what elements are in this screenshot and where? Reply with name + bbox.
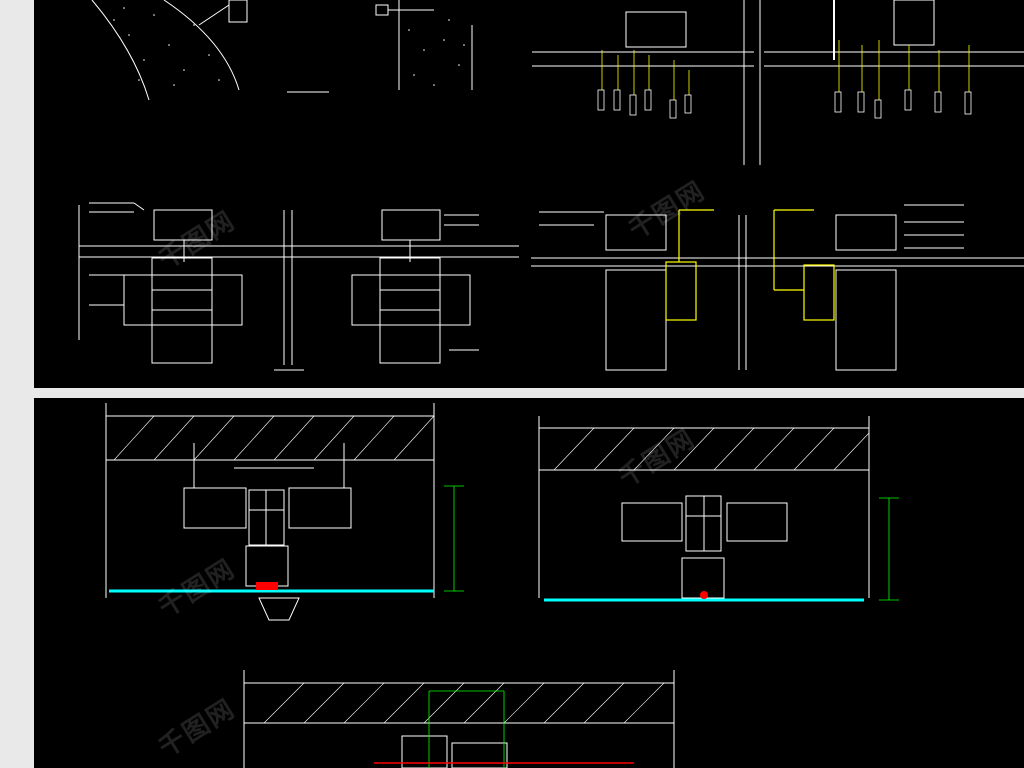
red-gasket-right (700, 591, 708, 599)
ceiling-slab-left (105, 403, 435, 621)
cad-panel-top: 千图网 千图网 (34, 0, 1024, 388)
cad-drawing-top (78, 0, 1024, 371)
yellow-connector-right (665, 209, 835, 321)
yellow-leaders-top (601, 40, 970, 100)
red-gasket-left (256, 582, 278, 590)
cad-panel-bottom: 千图网 千图网 千图网 (34, 398, 1024, 768)
green-dim-lower (428, 690, 505, 768)
curved-stone-section (91, 0, 329, 101)
anchor-section-left-1 (78, 202, 304, 371)
green-dim-left (444, 485, 464, 592)
green-dim-right (879, 497, 899, 601)
stone-block-section (375, 0, 473, 90)
ceiling-slab-right (538, 416, 870, 599)
cad-drawing-bottom (105, 403, 899, 768)
anchor-section-left-2 (274, 209, 519, 365)
ceiling-slab-lower (243, 670, 675, 768)
connector-section-right (531, 204, 1024, 371)
rail-detail-top-right (532, 0, 1024, 165)
tag-boxes-top (597, 89, 972, 119)
